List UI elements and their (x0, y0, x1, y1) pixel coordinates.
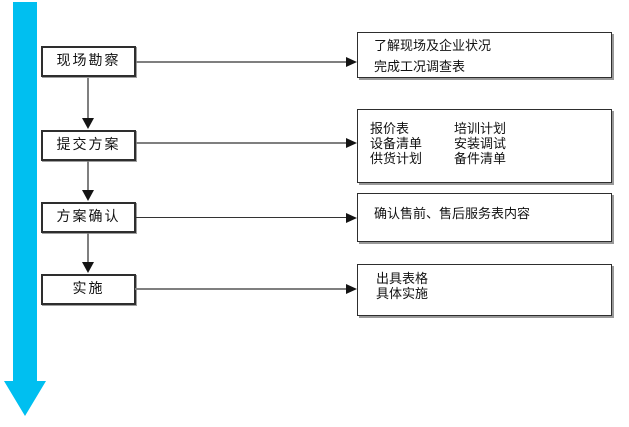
detail-line: 了解现场及企业状况 (374, 39, 492, 54)
down-arrowhead-icon (82, 118, 94, 129)
step-box-site-survey: 现场勘察 (41, 46, 136, 77)
detail-box-site-survey: 了解现场及企业状况 完成工况调查表 (357, 32, 612, 78)
right-arrowhead-icon (346, 57, 357, 67)
connector-line-step2-detail (136, 142, 346, 144)
detail-line: 具体实施 (376, 287, 429, 302)
detail-line: 报价表 (370, 122, 410, 137)
connector-line-step3-detail (136, 217, 346, 218)
connector-line-step1-step2 (87, 78, 89, 120)
detail-line: 备件清单 (454, 152, 507, 167)
right-arrowhead-icon (346, 213, 357, 223)
down-arrowhead-icon (82, 262, 94, 273)
detail-line: 出具表格 (376, 272, 429, 287)
detail-box-implementation: 出具表格 具体实施 (357, 264, 612, 316)
detail-line: 培训计划 (454, 122, 507, 137)
connector-line-step1-detail (136, 61, 346, 63)
detail-line: 确认售前、售后服务表内容 (374, 207, 531, 222)
timeline-down-arrow-icon (4, 2, 46, 416)
right-arrowhead-icon (346, 138, 357, 148)
connector-line-step2-step3 (87, 161, 89, 192)
connector-line-step4-detail (135, 288, 346, 290)
step-box-plan-confirm: 方案确认 (41, 202, 136, 233)
step-box-implementation: 实施 (41, 274, 136, 305)
detail-line: 供货计划 (370, 152, 423, 167)
connector-line-step3-step4 (87, 233, 89, 264)
detail-line: 安装调试 (454, 137, 507, 152)
detail-line: 完成工况调查表 (374, 60, 466, 75)
detail-box-plan-confirm: 确认售前、售后服务表内容 (357, 193, 612, 242)
down-arrowhead-icon (82, 190, 94, 201)
detail-box-submit-plan: 报价表 设备清单 供货计划 培训计划 安装调试 备件清单 (357, 109, 612, 183)
detail-line: 设备清单 (370, 137, 423, 152)
step-box-submit-plan: 提交方案 (41, 130, 136, 161)
right-arrowhead-icon (346, 284, 357, 294)
